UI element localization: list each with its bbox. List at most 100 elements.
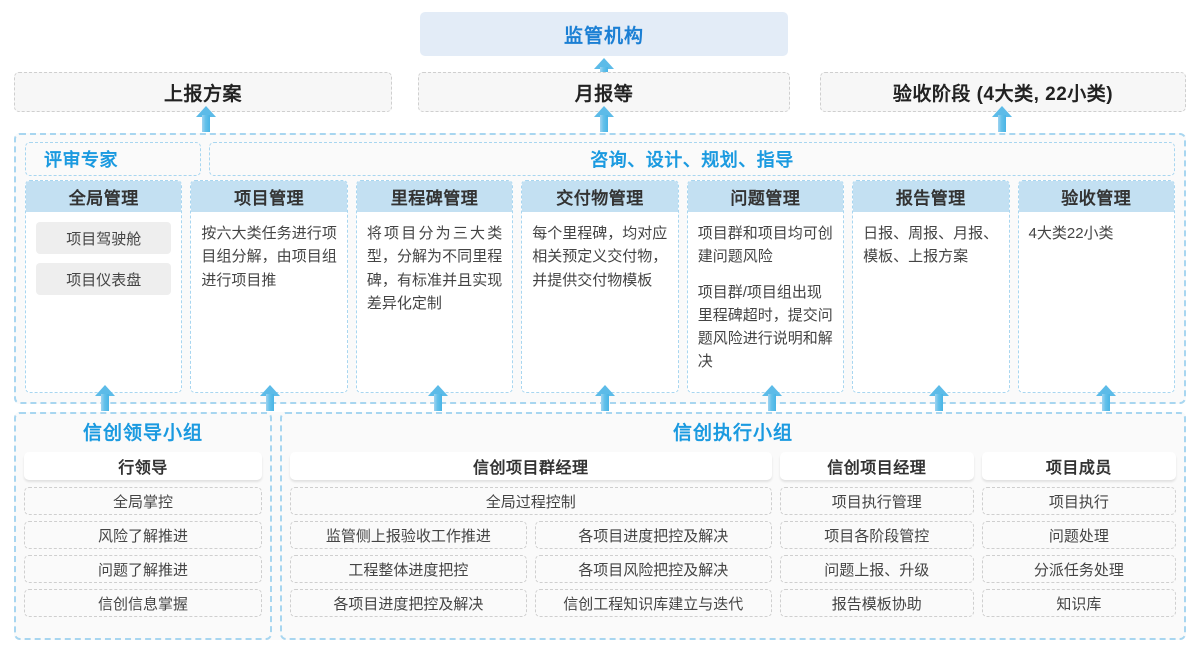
leader-group-title: 信创领导小组 [82,423,203,444]
task-item[interactable]: 监管侧上报验收工作推进 [290,521,527,549]
management-columns: 全局管理 项目驾驶舱 项目仪表盘 项目管理 按六大类任务进行项目组分解，由项目组… [25,180,1175,393]
arrow-stem [101,394,109,411]
column-header-label: 交付物管理 [556,189,644,208]
task-label: 监管侧上报验收工作推进 [325,527,491,545]
task-label: 全局掌控 [112,493,173,511]
role-header[interactable]: 信创项目群经理 [290,452,772,480]
arrow-up-6 [929,385,949,411]
regulator-label: 监管机构 [563,25,644,47]
arrow-head-icon [196,106,216,117]
task-label: 工程整体进度把控 [348,561,469,579]
arrow-head-icon [1096,385,1116,396]
task-item[interactable]: 各项目进度把控及解决 [534,521,772,549]
task-item[interactable]: 项目各阶段管控 [779,521,974,549]
column-header-label: 项目管理 [234,189,305,208]
column-paragraph: 4大类22小类 [1028,225,1114,242]
column-deliverable-management[interactable]: 交付物管理 每个里程碑，均对应相关预定义交付物，并提供交付物模板 [521,180,679,393]
program-manager-tasks-right: 各项目进度把控及解决 各项目风险把控及解决 信创工程知识库建立与迭代 [534,521,772,617]
column-body: 将项目分为三大类型，分解为不同里程碑，有标准并且实现差异化定制 [357,212,512,392]
consulting-label: 咨询、设计、规划、指导 [590,150,794,170]
role-header[interactable]: 行领导 [24,452,262,480]
task-item[interactable]: 报告模板协助 [779,589,974,617]
role-column-project-manager: 信创项目经理 项目执行管理 项目各阶段管控 问题上报、升级 报告模板协助 [779,452,974,628]
task-label: 知识库 [1056,595,1102,613]
role-header[interactable]: 项目成员 [981,452,1177,480]
arrow-stem [768,394,776,411]
arrow-head-icon [595,385,615,396]
task-item[interactable]: 信创工程知识库建立与迭代 [534,589,772,617]
column-report-management[interactable]: 报告管理 日报、周报、月报、模板、上报方案 [852,180,1010,393]
arrow-head-icon [260,385,280,396]
arrow-head-icon [594,106,614,117]
arrow-stem [600,115,608,132]
column-project-management[interactable]: 项目管理 按六大类任务进行项目组分解，由项目组进行项目推 [190,180,348,393]
arrow-to-acceptance [992,106,1012,132]
leader-group: 信创领导小组 行领导 全局掌控 风险了解推进 问题了解推进 信创信息掌握 [14,412,272,640]
task-label: 问题了解推进 [97,561,188,579]
task-item[interactable]: 信创信息掌握 [24,589,262,617]
column-body: 按六大类任务进行项目组分解，由项目组进行项目推 [191,212,346,392]
column-header: 问题管理 [687,181,844,212]
consulting-box: 咨询、设计、规划、指导 [209,142,1175,176]
column-milestone-management[interactable]: 里程碑管理 将项目分为三大类型，分解为不同里程碑，有标准并且实现差异化定制 [355,180,514,393]
arrow-up-5 [762,385,782,411]
task-label: 问题处理 [1048,527,1109,545]
column-header-label: 验收管理 [1061,189,1132,208]
arrow-stem [935,394,943,411]
task-item[interactable]: 各项目风险把控及解决 [534,555,772,583]
role-header[interactable]: 信创项目经理 [779,452,974,480]
role-column-project-member: 项目成员 项目执行 问题处理 分派任务处理 知识库 [981,452,1177,628]
arrow-to-monthly [594,106,614,132]
arrow-head-icon [929,385,949,396]
task-item[interactable]: 风险了解推进 [24,521,262,549]
column-header-label: 里程碑管理 [390,189,479,208]
column-acceptance-management[interactable]: 验收管理 4大类22小类 [1017,180,1175,393]
review-expert-label: 评审专家 [44,150,118,170]
task-label: 各项目风险把控及解决 [578,561,729,579]
column-paragraph: 项目群和项目均可创建问题风险 [697,225,833,266]
arrow-up-2 [260,385,280,411]
task-label: 项目各阶段管控 [824,527,930,545]
exec-group-title: 信创执行小组 [672,423,793,444]
task-item[interactable]: 各项目进度把控及解决 [290,589,527,617]
report-box-plan-label: 上报方案 [163,83,242,105]
column-header: 验收管理 [1018,181,1174,212]
task-label: 全局过程控制 [485,493,576,511]
arrow-stem [998,115,1006,132]
task-item[interactable]: 全局掌控 [24,487,262,515]
chip-item[interactable]: 项目驾驶舱 [36,222,172,254]
column-paragraph: 日报、周报、月报、模板、上报方案 [863,225,999,266]
role-header-label: 行领导 [118,460,168,477]
column-header-label: 报告管理 [895,189,966,208]
role-column-bank-leader: 行领导 全局掌控 风险了解推进 问题了解推进 信创信息掌握 [24,452,262,628]
task-item[interactable]: 全局过程控制 [290,487,772,515]
task-label: 风险了解推进 [97,527,188,545]
task-item[interactable]: 知识库 [981,589,1177,617]
column-issue-management[interactable]: 问题管理 项目群和项目均可创建问题风险 项目群/项目组出现里程碑超时，提交问题风… [686,180,845,393]
column-header: 里程碑管理 [356,181,513,212]
role-header-label: 信创项目经理 [827,460,927,477]
task-item[interactable]: 分派任务处理 [981,555,1177,583]
program-manager-tasks-left: 监管侧上报验收工作推进 工程整体进度把控 各项目进度把控及解决 [290,521,527,617]
task-label: 报告模板协助 [831,595,922,613]
column-paragraph: 按六大类任务进行项目组分解，由项目组进行项目推 [201,225,337,289]
column-global-management[interactable]: 全局管理 项目驾驶舱 项目仪表盘 [25,180,183,393]
column-header-label: 全局管理 [68,189,139,208]
arrow-head-icon [992,106,1012,117]
task-item[interactable]: 项目执行 [981,487,1177,515]
task-item[interactable]: 工程整体进度把控 [290,555,527,583]
task-item[interactable]: 项目执行管理 [779,487,974,515]
task-item[interactable]: 问题了解推进 [24,555,262,583]
column-header: 报告管理 [853,181,1009,212]
column-paragraph: 项目群/项目组出现里程碑超时，提交问题风险进行说明和解决 [697,283,833,371]
chip-item[interactable]: 项目仪表盘 [36,263,172,295]
column-paragraph: 每个里程碑，均对应相关预定义交付物，并提供交付物模板 [532,225,668,289]
task-label: 项目执行 [1048,493,1109,511]
review-expert-box: 评审专家 [25,142,201,176]
arrow-to-plan [196,106,216,132]
arrow-stem [202,115,210,132]
column-header: 项目管理 [191,181,347,212]
column-paragraph: 将项目分为三大类型，分解为不同里程碑，有标准并且实现差异化定制 [366,225,503,312]
task-item[interactable]: 问题上报、升级 [779,555,974,583]
task-item[interactable]: 问题处理 [981,521,1177,549]
